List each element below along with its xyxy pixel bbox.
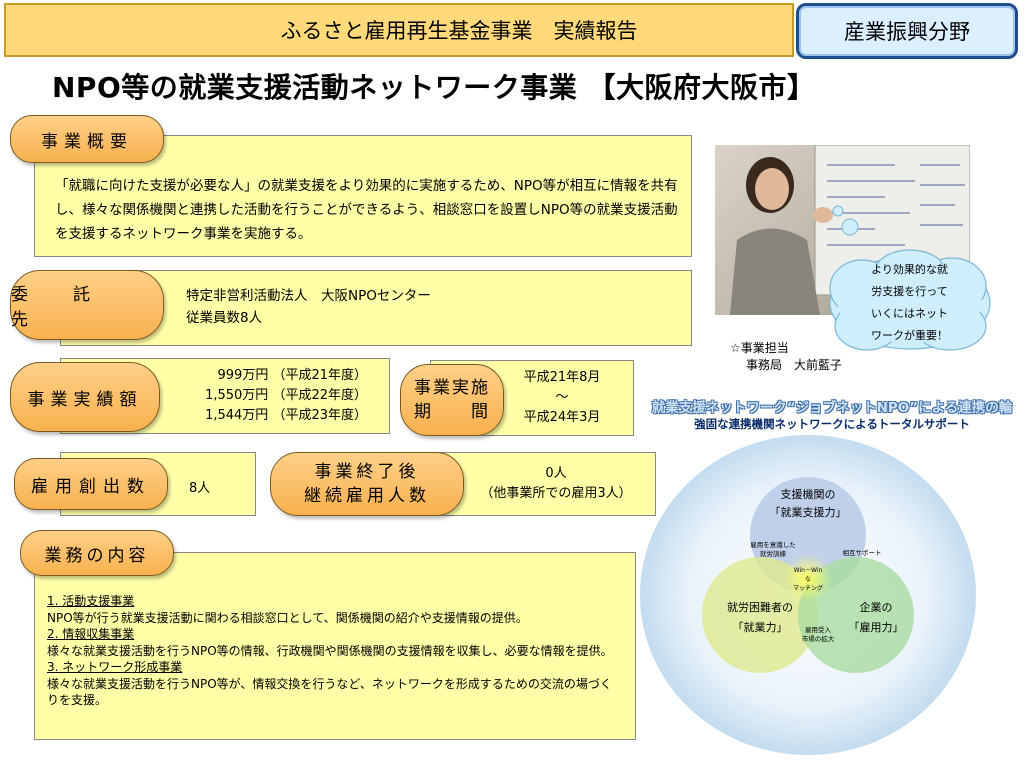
venn-right-label: 企業の 「雇用力」 (848, 601, 904, 634)
center-glow (784, 554, 832, 602)
staff-caption: ☆事業担当 事務局 大前藍子 (730, 340, 842, 374)
task-head-3: 3. ネットワーク形成事業 (47, 660, 183, 674)
venn-left-label: 就労困難者の 「就業力」 (727, 601, 793, 634)
overview-label: 事業概要 (10, 115, 164, 163)
jobs-value: 8人 (189, 481, 211, 496)
period-end: 平成24年3月 (523, 410, 601, 425)
staff-line-2: 事務局 大前藍子 (746, 358, 843, 372)
continued-value: 0人 (545, 466, 567, 481)
period-sep: ～ (555, 390, 569, 405)
venn-top-label: 支援機関の 「就業支援力」 (769, 488, 847, 519)
network-subtitle: 強固な連携機関ネットワークによるトータルサポート (694, 417, 970, 431)
period-start: 平成21年8月 (523, 370, 601, 385)
period-label: 事業実施 期 間 (400, 364, 504, 436)
task-head-2: 2. 情報収集事業 (47, 627, 135, 641)
results-line-3: 1,544万円 （平成23年度） (205, 408, 367, 423)
results-line-1: 999万円 （平成21年度） (217, 368, 368, 383)
venn-bottom-label: 雇用受入 市場の拡大 (801, 626, 835, 643)
task-head-1: 1. 活動支援事業 (47, 594, 135, 608)
venn-tl-label: 雇用を意識した 就労訓練 (750, 541, 796, 558)
venn-tr-label: 相互サポート (842, 549, 882, 557)
speech-cloud: より効果的な就 労支援を行って いくにはネット ワークが重要！ (822, 248, 997, 358)
tasks-label: 業務の内容 (20, 530, 174, 576)
venn-center-label: Win－Win な マッチング (792, 567, 823, 592)
staff-line-1: ☆事業担当 (730, 341, 789, 355)
contractor-label: 委 託 先 (10, 270, 164, 340)
results-label: 事業実績額 (10, 362, 160, 432)
page-title: NPO等の就業支援活動ネットワーク事業 【大阪府大阪市】 (52, 71, 816, 104)
header-bar: ふるさと雇用再生基金事業 実績報告 (4, 3, 794, 57)
cloud-shape (829, 249, 991, 351)
report-title: ふるさと雇用再生基金事業 実績報告 (280, 19, 638, 43)
cloud-text: より効果的な就 労支援を行って いくにはネット ワークが重要！ (871, 263, 948, 342)
results-line-2: 1,550万円 （平成22年度） (205, 388, 367, 403)
jobs-label: 雇用創出数 (14, 458, 168, 510)
contractor-employees: 従業員数8人 (186, 310, 263, 326)
task-item-1: 1. 活動支援事業 NPO等が行う就業支援活動に関わる相談窓口として、関係機関の… (47, 593, 623, 626)
contractor-name: 特定非営利活動法人 大阪NPOセンター (186, 288, 431, 304)
continued-label: 事業終了後 継続雇用人数 (270, 452, 464, 516)
overview-box: 「就職に向けた支援が必要な人」の就業支援をより効果的に実施するため、NPO等が相… (34, 135, 692, 257)
contractor-box: 特定非営利活動法人 大阪NPOセンター 従業員数8人 (60, 270, 692, 346)
thought-bubbles (832, 205, 859, 236)
task-item-2: 2. 情報収集事業 様々な就業支援活動を行うNPO等の情報、行政機関や関係機関の… (47, 626, 623, 659)
tasks-box: 1. 活動支援事業 NPO等が行う就業支援活動に関わる相談窓口として、関係機関の… (34, 552, 636, 740)
task-body-3: 様々な就業支援活動を行うNPO等が、情報交換を行うなど、ネットワークを形成するた… (47, 676, 612, 708)
sector-label: 産業振興分野 (844, 20, 970, 44)
continued-note: （他事業所での雇用3人） (480, 486, 632, 501)
task-item-3: 3. ネットワーク形成事業 様々な就業支援活動を行うNPO等が、情報交換を行うな… (47, 659, 623, 709)
venn-diagram (640, 435, 976, 755)
task-body-1: NPO等が行う就業支援活動に関わる相談窓口として、関係機関の紹介や支援情報の提供… (47, 610, 528, 625)
network-title: 就業支援ネットワーク“ジョブネットNPO”による連携の輪 (651, 400, 1013, 416)
overview-text: 「就職に向けた支援が必要な人」の就業支援をより効果的に実施するため、NPO等が相… (55, 178, 678, 242)
task-body-2: 様々な就業支援活動を行うNPO等の情報、行政機関や関係機関の支援情報を収集し、必… (47, 643, 613, 658)
sector-tab[interactable]: 産業振興分野 (796, 3, 1018, 59)
